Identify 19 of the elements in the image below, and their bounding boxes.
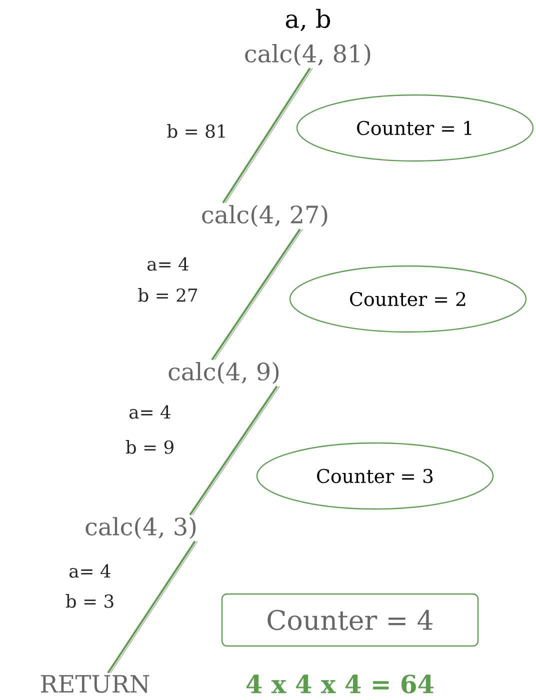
counter-box: Counter = 4 <box>221 593 479 647</box>
title: a, b <box>286 8 330 32</box>
result-text: 4 x 4 x 4 = 64 <box>246 674 434 694</box>
double-line <box>211 228 303 360</box>
double-line <box>189 386 280 516</box>
parameter-label: b = 81 <box>167 124 225 138</box>
call-text: calc(4, 3) <box>86 517 196 539</box>
double-line <box>107 540 198 674</box>
parameter-label: a= 4 <box>147 257 188 271</box>
parameter-label: b = 3 <box>66 594 114 608</box>
call-text: calc(4, 9) <box>168 362 279 384</box>
parameter-label: a= 4 <box>129 405 170 419</box>
parameter-label: b = 27 <box>138 288 198 302</box>
parameter-label: a= 4 <box>69 564 110 578</box>
call-text: RETURN <box>41 675 150 693</box>
parameter-label: b = 9 <box>126 440 174 454</box>
double-line <box>222 68 313 204</box>
call-text: calc(4, 27) <box>202 205 328 227</box>
call-text: calc(4, 81) <box>245 44 370 66</box>
